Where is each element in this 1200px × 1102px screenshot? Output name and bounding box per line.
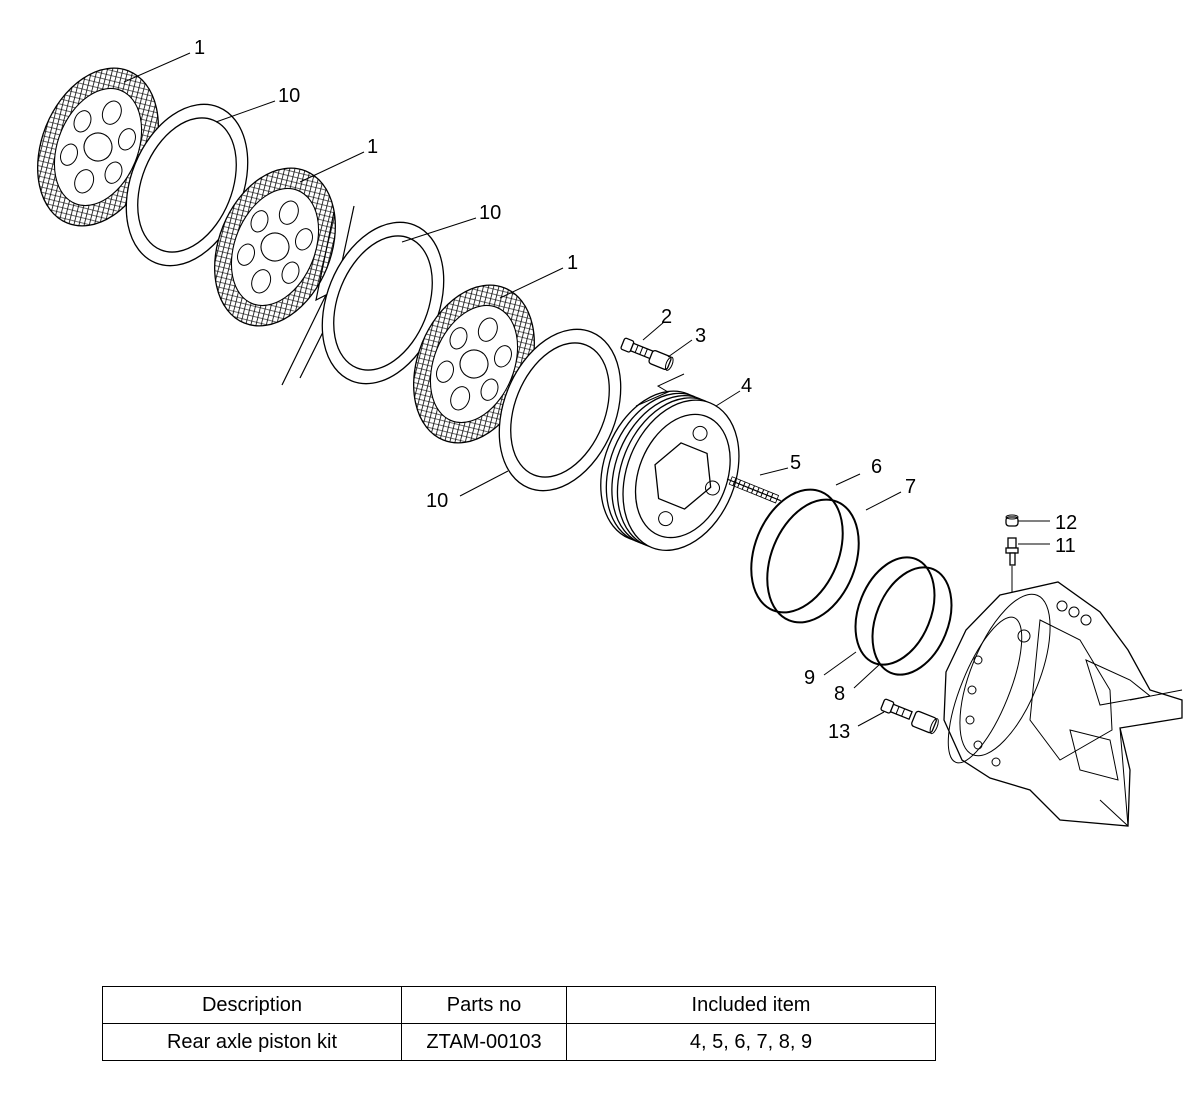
callout-1b: 1 <box>367 136 378 158</box>
parts-kit-table: Description Parts no Included item Rear … <box>102 986 936 1061</box>
callout-11: 11 <box>1055 535 1076 557</box>
callout-8: 8 <box>834 683 845 705</box>
callout-1c: 1 <box>567 252 578 274</box>
header-description: Description <box>102 986 402 1024</box>
o-ring-6 <box>750 488 844 614</box>
friction-disc-1a <box>37 67 159 227</box>
callout-1a: 1 <box>194 37 205 59</box>
table-header-row: Description Parts no Included item <box>102 986 936 1024</box>
separator-plate-10c <box>498 328 622 492</box>
cap-12 <box>1005 514 1019 527</box>
table-row: Rear axle piston kit ZTAM-00103 4, 5, 6,… <box>102 1023 936 1061</box>
o-ring-7 <box>766 498 860 624</box>
sleeve-3 <box>648 350 674 371</box>
spring-5 <box>726 476 782 504</box>
callout-2: 2 <box>661 306 672 328</box>
bolt-2 <box>620 337 655 360</box>
leader-lines <box>123 52 1050 727</box>
callout-7: 7 <box>905 476 916 498</box>
o-ring-9 <box>854 556 936 666</box>
header-parts-no: Parts no <box>401 986 567 1024</box>
o-ring-8 <box>871 566 953 676</box>
bolt-13 <box>880 698 913 721</box>
callout-9: 9 <box>804 667 815 689</box>
cell-description: Rear axle piston kit <box>102 1023 402 1061</box>
friction-disc-1b <box>214 167 336 327</box>
callout-4: 4 <box>741 375 752 397</box>
break-line <box>281 211 335 386</box>
bleeder-screw-11 <box>1005 537 1019 596</box>
leader-line <box>635 373 685 407</box>
piston-4 <box>600 390 740 551</box>
callout-12: 12 <box>1055 512 1077 534</box>
callout-6: 6 <box>871 456 882 478</box>
separator-plate-10b <box>321 221 445 385</box>
callout-10b: 10 <box>479 202 501 224</box>
callout-10a: 10 <box>278 85 300 107</box>
header-included-item: Included item <box>566 986 936 1024</box>
callout-5: 5 <box>790 452 801 474</box>
axle-housing <box>943 581 1183 827</box>
callout-13: 13 <box>828 721 850 743</box>
callout-10c: 10 <box>426 490 448 512</box>
callout-3: 3 <box>695 325 706 347</box>
cell-included-item: 4, 5, 6, 7, 8, 9 <box>566 1023 936 1061</box>
bushing-13 <box>911 710 939 735</box>
separator-plate-10a <box>125 103 249 267</box>
cell-parts-no: ZTAM-00103 <box>401 1023 567 1061</box>
exploded-parts-diagram: 1 10 1 10 1 2 3 4 5 6 7 10 12 11 9 8 13 <box>37 37 1183 827</box>
